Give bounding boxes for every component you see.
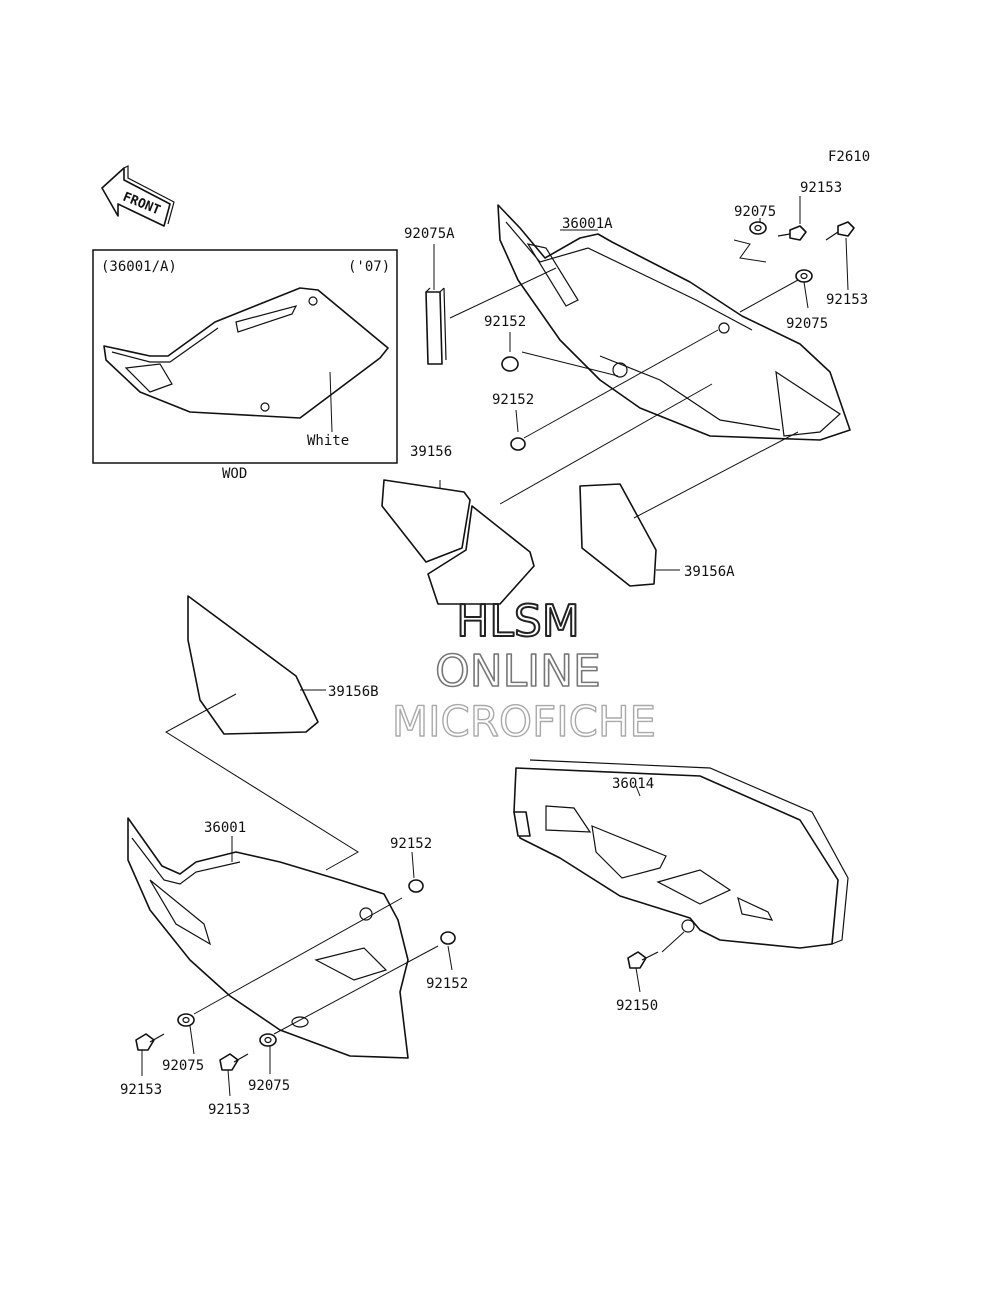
side-cover-upper-36001a [497, 204, 851, 441]
grommet-92152-a [501, 356, 519, 372]
inset-caption: WOD [222, 466, 247, 482]
inset-color-note: White [307, 433, 349, 449]
callout-39156: 39156 [410, 444, 452, 460]
side-cover-lower-36001 [127, 817, 409, 1059]
watermark-line1: HLSM [456, 596, 580, 647]
callout-92075-right: 92075 [786, 316, 828, 332]
callout-92153-l2: 92153 [208, 1102, 250, 1118]
inset-variant-box: (36001/A) ('07) White [92, 249, 398, 464]
callout-92152-d: 92152 [426, 976, 468, 992]
bolt-92150 [627, 951, 659, 969]
callout-92075-l1: 92075 [162, 1058, 204, 1074]
decal-39156b [187, 595, 319, 735]
callout-36001: 36001 [204, 820, 246, 836]
bolt-92153-l1 [135, 1033, 165, 1051]
callout-92153-l1: 92153 [120, 1082, 162, 1098]
callout-92075-l2: 92075 [248, 1078, 290, 1094]
washer-92075-right [795, 269, 813, 283]
inset-header-left: (36001/A) [101, 259, 177, 275]
callout-92152-a: 92152 [484, 314, 526, 330]
callout-92153-right: 92153 [826, 292, 868, 308]
figure-code: F2610 [828, 149, 870, 165]
washer-92075-top [749, 221, 767, 235]
front-arrow-icon: FRONT [101, 165, 175, 227]
bolt-92153-right [825, 221, 855, 241]
leader-lines [141, 196, 849, 1097]
callout-92152-b: 92152 [492, 392, 534, 408]
callout-92075-top: 92075 [734, 204, 776, 220]
callout-92075a: 92075A [404, 226, 455, 242]
callout-labels: 36001A 92075A 92153 92075 92153 92075 92… [120, 180, 868, 1118]
callout-36014: 36014 [612, 776, 654, 792]
inset-side-cover-drawing [103, 287, 389, 433]
pad-92075a [425, 287, 447, 365]
bolt-92153-top [777, 225, 807, 241]
decal-39156 [381, 479, 535, 605]
watermark-line2: ONLINE [435, 646, 601, 697]
callout-92150: 92150 [616, 998, 658, 1014]
grommet-92152-c [408, 879, 424, 893]
washer-92075-l1 [177, 1013, 195, 1027]
washer-92075-l2 [259, 1033, 277, 1047]
callout-92152-c: 92152 [390, 836, 432, 852]
grommet-92152-d [440, 931, 456, 945]
watermark: HLSM ONLINE MICROFICHE [391, 595, 657, 747]
inset-header-right: ('07) [348, 259, 390, 275]
chain-guard-36014 [513, 759, 849, 949]
callout-92153-top: 92153 [800, 180, 842, 196]
grommet-92152-b [510, 437, 526, 451]
callout-39156a: 39156A [684, 564, 735, 580]
decal-39156a [579, 483, 657, 587]
bolt-92153-l2 [219, 1053, 249, 1071]
callout-39156b: 39156B [328, 684, 379, 700]
watermark-line3: MICROFICHE [392, 697, 656, 746]
callout-36001a: 36001A [562, 216, 613, 232]
